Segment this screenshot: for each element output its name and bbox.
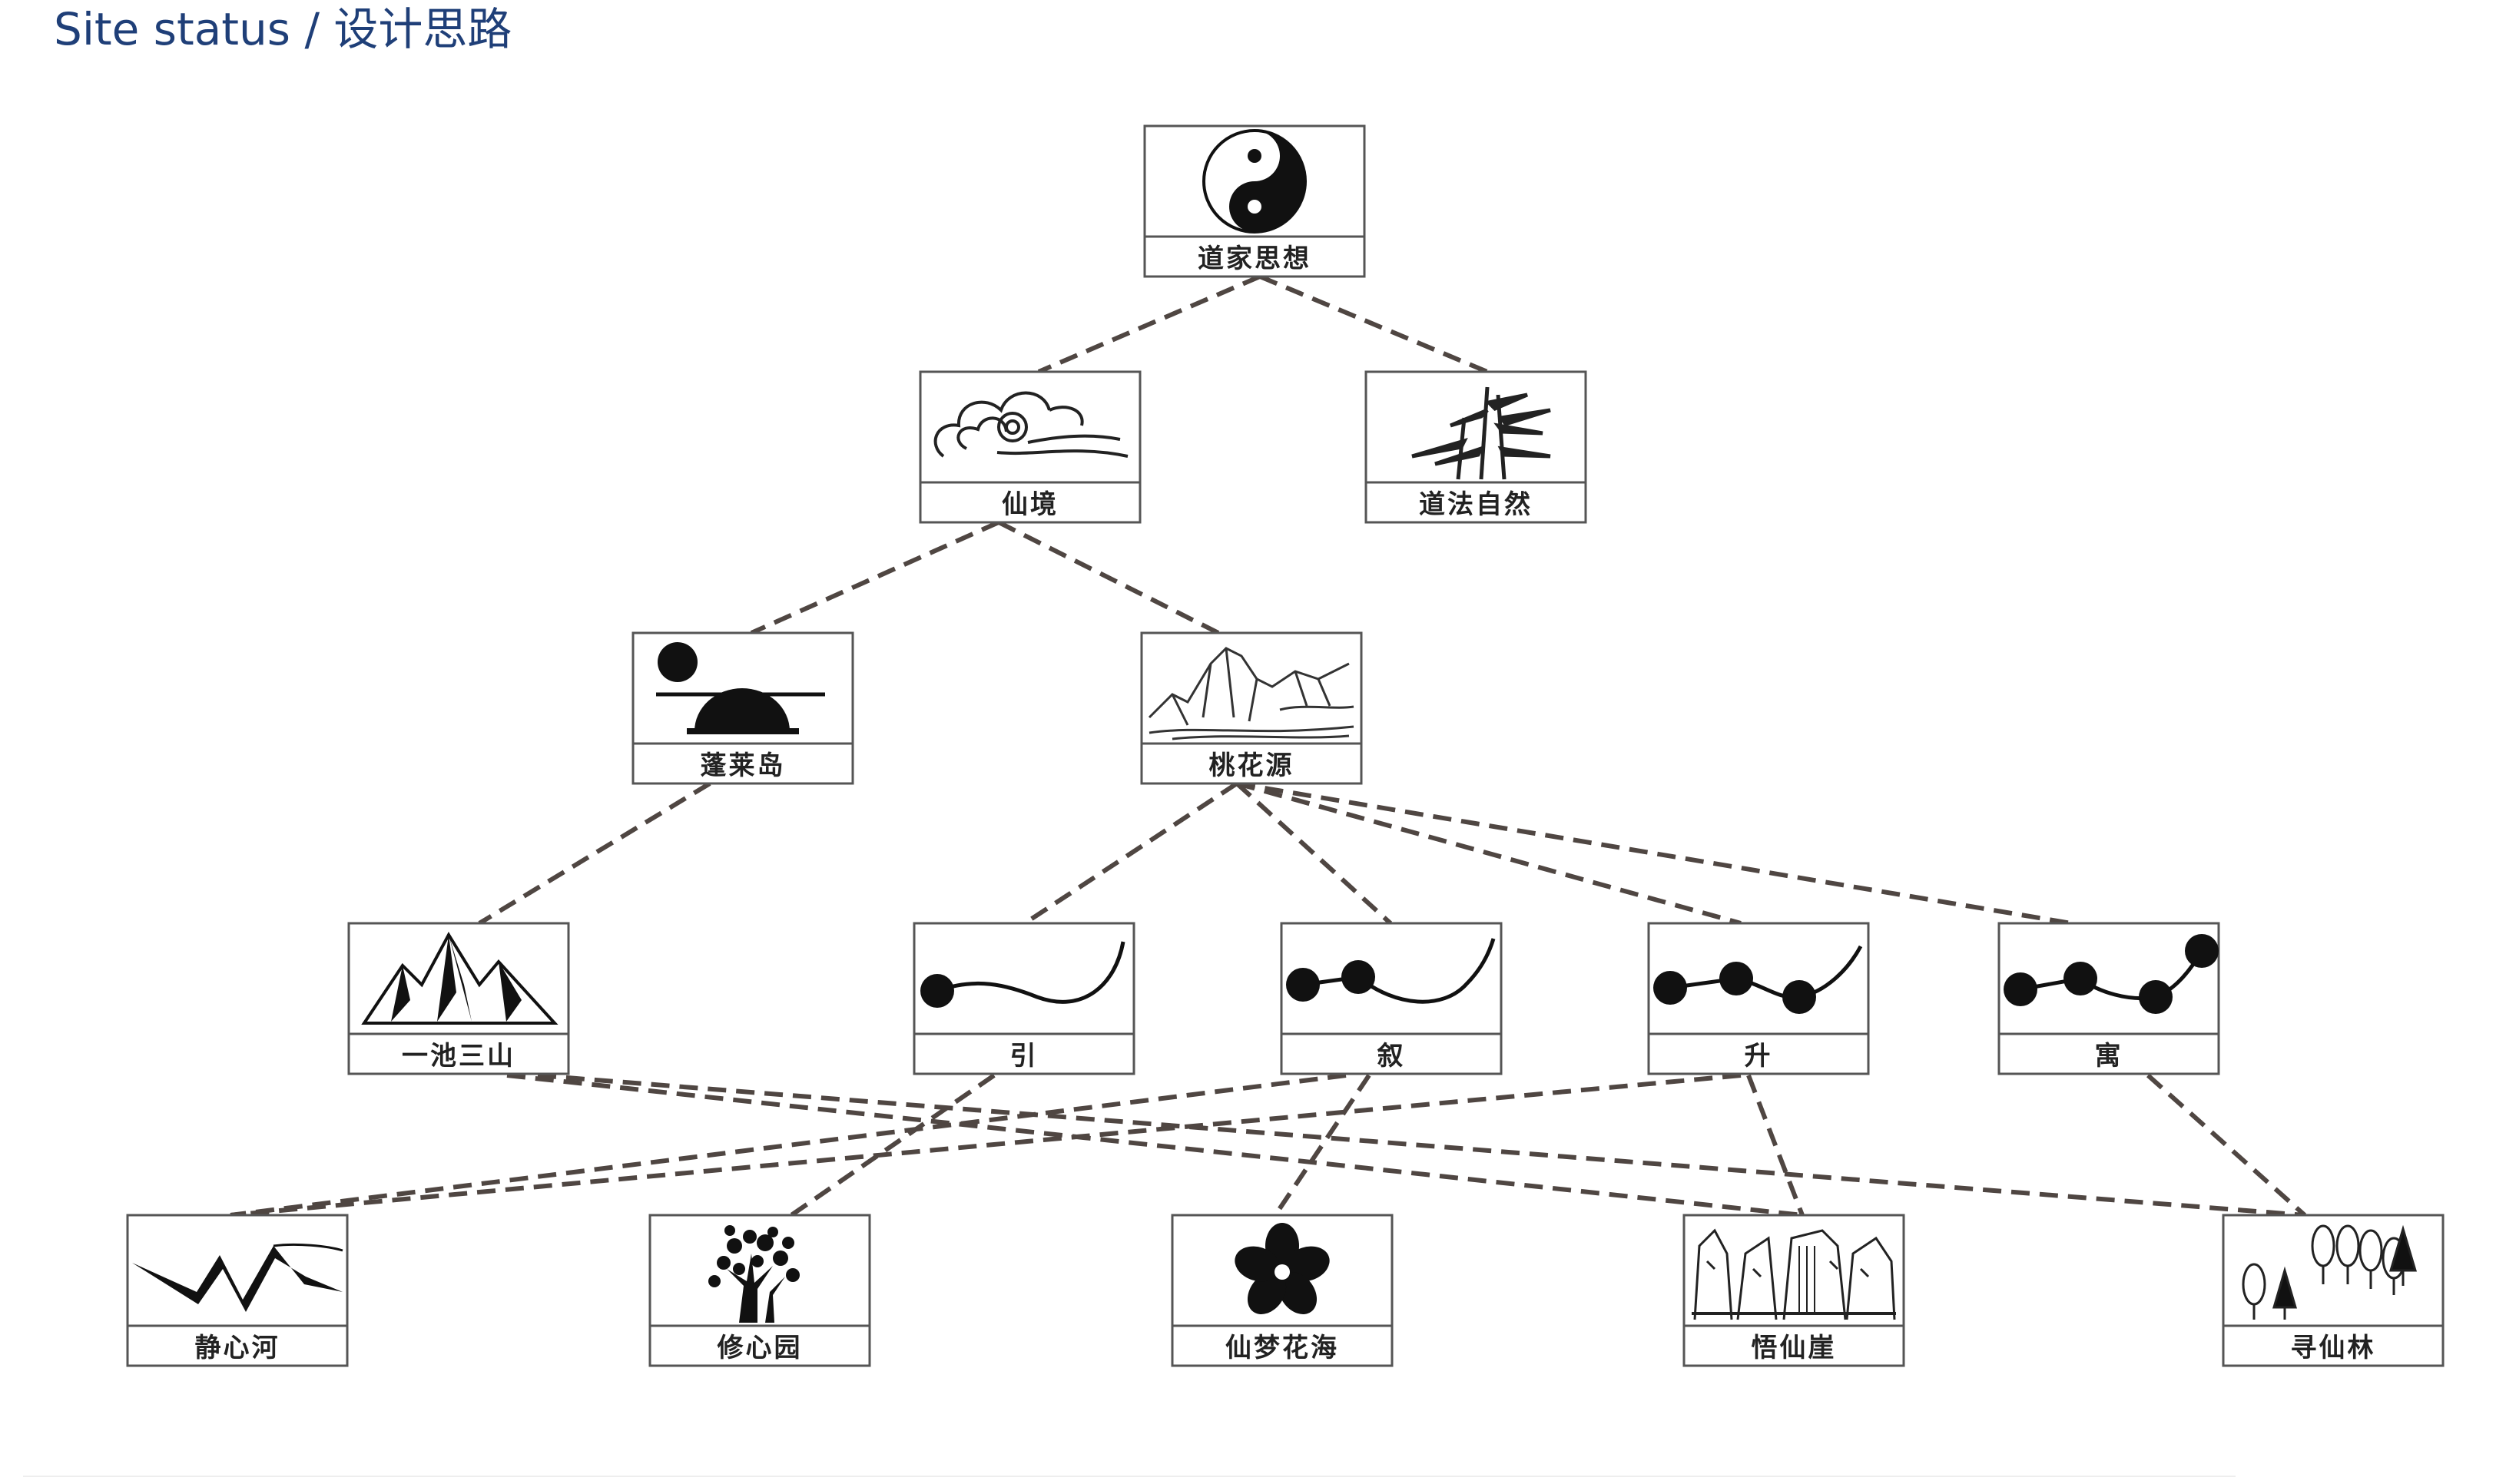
yin-yang-icon — [1202, 129, 1307, 234]
edge-xianjing-taohua — [997, 520, 1220, 635]
node-label: 寓 — [2095, 1041, 2123, 1072]
forest-icon — [2242, 1224, 2418, 1320]
sun-island-icon — [656, 642, 825, 734]
node-wuxian: 悟仙崖 — [1682, 1214, 1905, 1367]
three-dot-curve-icon — [1653, 945, 1863, 1014]
node-label: 蓬莱岛 — [701, 750, 786, 781]
node-label: 修心园 — [717, 1333, 803, 1363]
node-xu: 叙 — [1280, 922, 1503, 1075]
edge-daojia-xianjing — [1037, 274, 1261, 374]
node-jingxin: 静心河 — [126, 1214, 349, 1367]
node-label: 仙境 — [1002, 489, 1059, 520]
edge-xu-xianmeng — [1273, 1074, 1371, 1217]
mountain-icon — [361, 931, 559, 1025]
node-label: 桃花源 — [1209, 750, 1294, 781]
node-label: 寻仙林 — [2291, 1333, 2376, 1363]
node-label: 道家思想 — [1198, 243, 1311, 274]
node-penglai: 蓬莱岛 — [631, 631, 854, 785]
landscape-icon — [1148, 647, 1354, 740]
node-taohua: 桃花源 — [1140, 631, 1363, 785]
cliff-icon — [1692, 1228, 1896, 1320]
edge-xianjing-penglai — [750, 520, 1000, 635]
page-title: Site status / 设计思路 — [54, 3, 512, 55]
edge-yu-xunxian — [2146, 1073, 2306, 1217]
tree-icon — [708, 1225, 800, 1323]
node-yin: 引 — [913, 922, 1135, 1075]
node-yichi: 一池三山 — [347, 922, 570, 1075]
edge-penglai-yichi — [478, 781, 711, 926]
edge-yichi-xunxian — [537, 1073, 2305, 1217]
two-dot-curve-icon — [1286, 938, 1496, 1004]
footer-divider — [23, 1476, 2236, 1477]
node-label: 静心河 — [195, 1333, 280, 1363]
node-label: 升 — [1745, 1041, 1773, 1072]
node-sheng: 升 — [1647, 922, 1870, 1075]
river-icon — [132, 1243, 343, 1312]
connector-lines — [230, 274, 2306, 1217]
node-label: 引 — [1010, 1041, 1039, 1072]
node-label: 一池三山 — [402, 1041, 515, 1072]
node-daofa: 道法自然 — [1364, 370, 1587, 524]
node-label: 叙 — [1377, 1041, 1406, 1072]
edge-sheng-jingxin — [230, 1073, 1742, 1217]
edge-yichi-wuxian — [506, 1073, 1803, 1217]
node-xianmeng: 仙梦花海 — [1171, 1214, 1394, 1367]
bamboo-icon — [1411, 386, 1551, 480]
edge-yin-xiuxin — [790, 1073, 996, 1217]
node-daojia: 道家思想 — [1143, 124, 1366, 278]
four-dot-curve-icon — [2004, 934, 2219, 1014]
edge-daojia-daofa — [1258, 274, 1489, 374]
cloud-icon — [933, 391, 1129, 458]
edge-xu-jingxin — [230, 1073, 1347, 1217]
one-dot-curve-icon — [920, 941, 1125, 1008]
node-xunxian: 寻仙林 — [2222, 1214, 2445, 1367]
edge-taohua-xu — [1235, 781, 1393, 926]
node-label: 悟仙崖 — [1752, 1333, 1837, 1363]
edge-taohua-sheng — [1236, 781, 1742, 926]
node-xiuxin: 修心园 — [648, 1214, 871, 1367]
node-xianjing: 仙境 — [919, 370, 1142, 524]
edge-taohua-yin — [1023, 781, 1238, 926]
edge-sheng-wuxian — [1746, 1074, 1805, 1217]
node-label: 道法自然 — [1419, 489, 1533, 520]
node-label: 仙梦花海 — [1225, 1333, 1339, 1363]
flower-icon — [1235, 1223, 1330, 1315]
edge-taohua-yu — [1236, 781, 2072, 926]
node-yu: 寓 — [1997, 922, 2220, 1075]
